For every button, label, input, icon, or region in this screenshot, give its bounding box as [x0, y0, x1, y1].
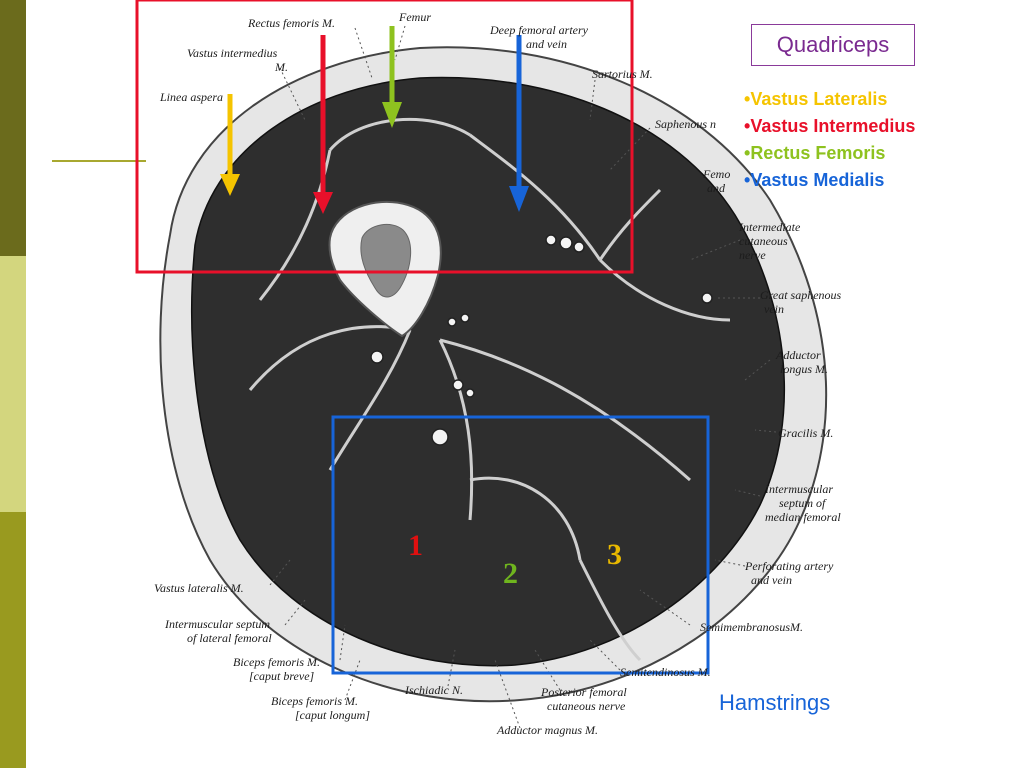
label-sartorius: Sartorius M.: [592, 67, 653, 81]
hamstring-number-3: 3: [607, 538, 622, 571]
legend-bullet: •: [744, 116, 751, 136]
hamstring-number-2: 2: [503, 557, 518, 590]
label-great-saphenous-line2: vein: [764, 301, 784, 316]
legend-bullet: •: [744, 170, 751, 190]
label-biceps-long-line1: Biceps femoris M.: [271, 694, 358, 708]
label-saphenous: Saphenous n: [655, 117, 716, 131]
label-intermediate-cutaneous-line1: Intermediate: [739, 220, 801, 234]
legend-item: •Vastus Intermedius: [744, 113, 915, 140]
label-deep-femoral-line1: Deep femoral artery: [490, 23, 588, 37]
label-gracilis: Gracilis M.: [778, 426, 834, 440]
legend-text: Vastus Medialis: [750, 170, 885, 190]
label-intermuscular-lateral-line1: Intermuscular septum: [165, 617, 270, 631]
label-posterior-femoral-line1: Posterior femoral: [541, 685, 627, 699]
label-vastus-intermedius-line1: Vastus intermedius: [187, 46, 278, 60]
label-vastus-lateralis: Vastus lateralis M.: [154, 581, 244, 595]
label-linea-aspera: Linea aspera: [160, 90, 223, 104]
label-intermediate-cutaneous-line2: cutaneous: [739, 233, 788, 248]
label-biceps-short: Biceps femoris M. [caput breve]: [233, 655, 320, 684]
side-band-top: [0, 0, 26, 256]
side-band-bottom: [0, 512, 26, 768]
label-femo: Femo and: [703, 167, 731, 196]
legend-item: •Vastus Lateralis: [744, 86, 915, 113]
arrow-vastus-medialis: [509, 35, 529, 212]
label-intermuscular-lateral-line2: of lateral femoral: [187, 630, 272, 645]
label-adductor-magnus: Adductor magnus M.: [497, 723, 598, 737]
label-semimembranosus: SemimembranosusM.: [700, 620, 803, 634]
label-great-saphenous-line1: Great saphenous: [760, 288, 842, 302]
hamstrings-label: Hamstrings: [719, 690, 831, 715]
femur-marrow: [360, 223, 412, 298]
label-deep-femoral: Deep femoral artery and vein: [490, 23, 588, 52]
label-posterior-femoral-line2: cutaneous nerve: [547, 698, 626, 713]
legend-text: Vastus Lateralis: [750, 89, 888, 109]
quadriceps-legend: •Vastus Lateralis •Vastus Intermedius •R…: [744, 86, 915, 194]
label-perforating-artery: Perforating artery and vein: [745, 559, 834, 588]
label-intermuscular-median-line1: Intermuscular: [765, 482, 833, 496]
arrow-vastus-lateralis: [220, 94, 240, 196]
label-deep-femoral-line2: and vein: [526, 36, 567, 51]
label-femo-line2: and: [707, 180, 725, 195]
label-intermediate-cutaneous: Intermediate cutaneous nerve: [739, 220, 801, 262]
label-biceps-short-line2: [caput breve]: [249, 668, 315, 683]
legend-item: •Rectus Femoris: [744, 140, 915, 167]
label-intermediate-cutaneous-line3: nerve: [739, 247, 766, 262]
vessel-dots: [370, 234, 713, 446]
label-perforating-artery-line1: Perforating artery: [745, 559, 834, 573]
leader-lines: [269, 25, 777, 729]
legend-item: •Vastus Medialis: [744, 167, 915, 194]
arrow-vastus-intermedius: [313, 35, 333, 214]
label-rectus-femoris: Rectus femoris M.: [248, 16, 335, 30]
quadriceps-box: [135, 0, 634, 274]
hamstring-number-1: 1: [408, 529, 423, 562]
label-femur: Femur: [399, 10, 431, 24]
legend-text: Rectus Femoris: [750, 143, 886, 163]
label-intermuscular-median-line3: median femoral: [765, 509, 841, 524]
arrow-rectus-femoris: [382, 26, 402, 128]
label-biceps-short-line1: Biceps femoris M.: [233, 655, 320, 669]
label-adductor-longus-line2: longus M.: [780, 361, 828, 376]
fascia-lines: [248, 117, 731, 662]
label-ischiadic: Ischiadic N.: [405, 683, 463, 697]
quadriceps-title: Quadriceps: [751, 24, 915, 66]
label-perforating-artery-line2: and vein: [751, 572, 792, 587]
label-femo-line1: Femo: [703, 167, 731, 181]
label-adductor-longus-line1: Adductor: [776, 348, 821, 362]
label-biceps-long: Biceps femoris M. [caput longum]: [271, 694, 370, 723]
label-vastus-intermedius-line2: M.: [275, 59, 288, 74]
label-adductor-longus: Adductor longus M.: [776, 348, 828, 377]
label-intermuscular-lateral: Intermuscular septum of lateral femoral: [165, 617, 272, 646]
accent-rule: [52, 160, 146, 162]
label-semitendinosus: Semitendinosus M.: [620, 665, 711, 679]
label-posterior-femoral-cutaneous: Posterior femoral cutaneous nerve: [541, 685, 627, 714]
side-band-middle: [0, 256, 26, 512]
label-biceps-long-line2: [caput longum]: [295, 707, 370, 722]
label-intermuscular-median: Intermuscular septum of median femoral: [765, 482, 841, 524]
hamstrings-box: [331, 415, 710, 675]
legend-text: Vastus Intermedius: [750, 116, 916, 136]
label-intermuscular-median-line2: septum of: [779, 495, 826, 510]
legend-bullet: •: [744, 143, 751, 163]
label-great-saphenous: Great saphenous vein: [760, 288, 842, 317]
label-vastus-intermedius: Vastus intermedius M.: [187, 46, 288, 75]
legend-bullet: •: [744, 89, 751, 109]
